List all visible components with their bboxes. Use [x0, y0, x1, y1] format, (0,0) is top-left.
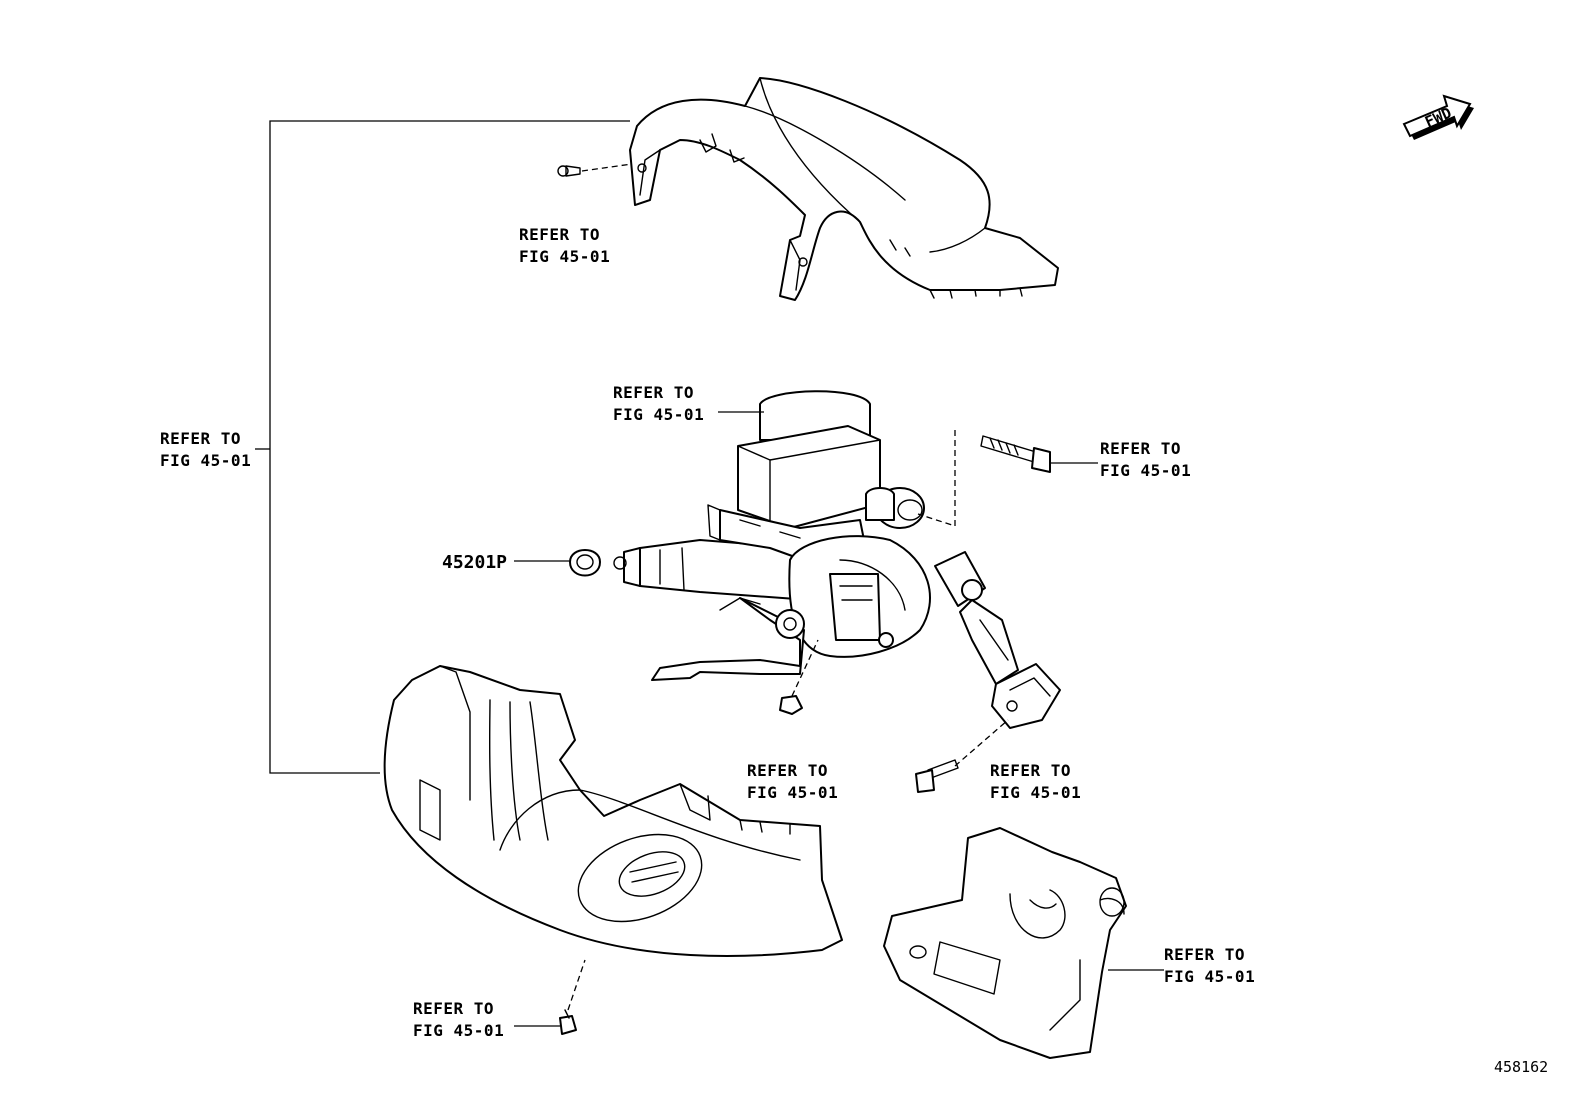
column-nut — [779, 639, 819, 715]
callout-line1: REFER TO — [747, 761, 828, 780]
callout-line2: FIG 45-01 — [160, 451, 251, 470]
diagram-number: 458162 — [1494, 1058, 1548, 1076]
lower-screw — [514, 959, 586, 1035]
callout-line2: FIG 45-01 — [613, 405, 704, 424]
upper-column-cover — [629, 77, 1059, 301]
callout-column-nut: REFER TO FIG 45-01 — [747, 761, 838, 802]
part-45201p-cap — [514, 549, 601, 577]
callout-column-bolt: REFER TO FIG 45-01 — [1100, 439, 1191, 480]
steering-column-assembly — [613, 390, 1061, 729]
callout-line2: FIG 45-01 — [990, 783, 1081, 802]
callout-ignition-lock: REFER TO FIG 45-01 — [613, 383, 704, 424]
callout-line1: REFER TO — [613, 383, 694, 402]
callout-line1: REFER TO — [413, 999, 494, 1018]
cover-set-bracket — [255, 120, 630, 774]
callout-column-protector: REFER TO FIG 45-01 — [1164, 945, 1255, 986]
callout-line2: FIG 45-01 — [413, 1021, 504, 1040]
callout-upper-cover-screw: REFER TO FIG 45-01 — [519, 225, 610, 266]
callout-line1: REFER TO — [1100, 439, 1181, 458]
callout-lower-screw: REFER TO FIG 45-01 — [413, 999, 504, 1040]
lower-column-cover — [383, 665, 843, 957]
callout-line1: REFER TO — [1164, 945, 1245, 964]
part-number-label: 45201P — [442, 552, 507, 573]
callout-line2: FIG 45-01 — [1164, 967, 1255, 986]
callout-line1: REFER TO — [990, 761, 1071, 780]
callout-line2: FIG 45-01 — [1100, 461, 1191, 480]
callout-line1: REFER TO — [519, 225, 600, 244]
callout-line2: FIG 45-01 — [747, 783, 838, 802]
callout-line1: REFER TO — [160, 429, 241, 448]
callout-joint-bolt: REFER TO FIG 45-01 — [990, 761, 1081, 802]
callout-column-cover-set: REFER TO FIG 45-01 — [160, 429, 251, 470]
joint-bolt — [915, 719, 1009, 793]
fwd-arrow-icon: FWD — [1402, 94, 1474, 140]
upper-cover-screw — [557, 163, 633, 177]
column-protector — [883, 827, 1164, 1059]
callout-line2: FIG 45-01 — [519, 247, 610, 266]
column-bolt — [917, 430, 1098, 527]
